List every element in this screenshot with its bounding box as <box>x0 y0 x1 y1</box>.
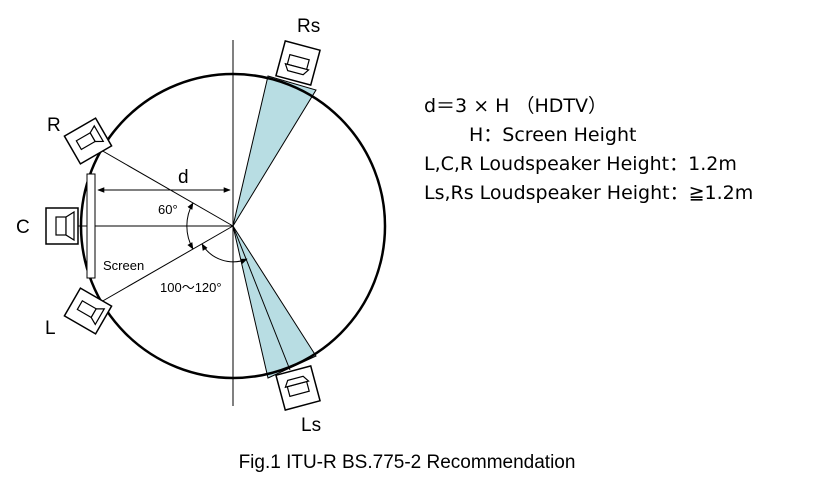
c-speaker <box>45 207 79 245</box>
rs-speaker <box>275 40 321 86</box>
screen <box>86 173 96 279</box>
note-surround-height: Ls,Rs Loudspeaker Height：≧1.2m <box>424 182 754 204</box>
ls-label: Ls <box>301 415 321 436</box>
l-speaker <box>63 287 113 335</box>
c-label: C <box>16 217 30 238</box>
angle-range-arc <box>201 243 248 265</box>
figure-caption: Fig.1 ITU-R BS.775-2 Recommendation <box>238 452 576 473</box>
note-distance: d＝3 × H （HDTV） <box>424 95 607 117</box>
r-label: R <box>47 115 61 136</box>
l-label: L <box>45 318 56 339</box>
screen-label: Screen <box>103 258 144 273</box>
l-line <box>93 225 234 307</box>
note-front-height: L,C,R Loudspeaker Height：1.2m <box>424 153 737 175</box>
angle-range-label: 100～120° <box>160 280 222 295</box>
distance-label: d <box>178 167 189 188</box>
note-screen-height: H：Screen Height <box>469 124 637 146</box>
rs-label: Rs <box>297 16 320 37</box>
angle-60-arc <box>186 202 194 250</box>
angle-60-label: 60° <box>158 202 178 217</box>
r-speaker <box>63 117 113 165</box>
r-line <box>93 145 234 227</box>
rs-sector <box>232 75 317 227</box>
ls-speaker <box>275 365 321 411</box>
notes-block: d＝3 × H （HDTV） H：Screen Height L,C,R Lou… <box>424 92 753 208</box>
ls-sector <box>232 225 317 379</box>
